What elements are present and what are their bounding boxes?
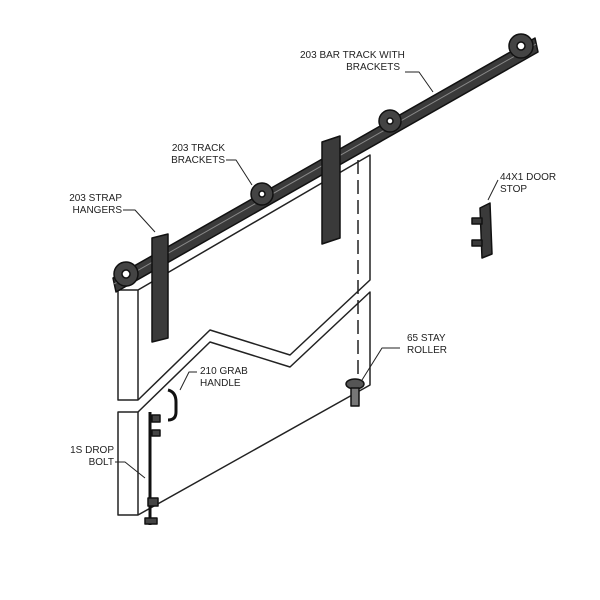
label-line: BRACKETS [346, 62, 400, 73]
label-line: 210 GRAB [200, 366, 248, 377]
label-line: ROLLER [407, 345, 448, 356]
label-line: 44X1 DOOR [500, 172, 557, 183]
track-brackets [113, 33, 534, 287]
strap-hangers [151, 135, 341, 343]
drop-bolt [144, 412, 161, 525]
label-line: BRACKETS [171, 155, 225, 166]
label-line: 203 STRAP [69, 193, 122, 204]
label-line: 1S DROP [70, 445, 114, 456]
label-strap-hangers: 203 STRAP HANGERS [50, 193, 122, 217]
label-drop-bolt: 1S DROP BOLT [50, 445, 114, 469]
label-bar-track: 203 BAR TRACK WITH BRACKETS [300, 50, 405, 74]
stay-roller [345, 378, 365, 407]
grab-handle [167, 388, 178, 422]
label-line: HANGERS [72, 205, 122, 216]
label-line: STOP [500, 184, 528, 195]
label-track-brackets: 203 TRACK BRACKETS [150, 143, 225, 167]
label-grab-handle: 210 GRAB HANDLE [200, 366, 248, 390]
label-line: BOLT [88, 457, 114, 468]
label-door-stop: 44X1 DOOR STOP [500, 172, 556, 196]
leader-lines [115, 71, 499, 479]
label-line: 65 STAY [407, 333, 446, 344]
label-line: 203 BAR TRACK WITH [300, 50, 405, 61]
label-line: 203 TRACK [171, 143, 225, 154]
label-line: HANDLE [200, 378, 241, 389]
label-stay-roller: 65 STAY ROLLER [407, 333, 447, 357]
door [117, 154, 371, 516]
door-stop [471, 202, 493, 259]
